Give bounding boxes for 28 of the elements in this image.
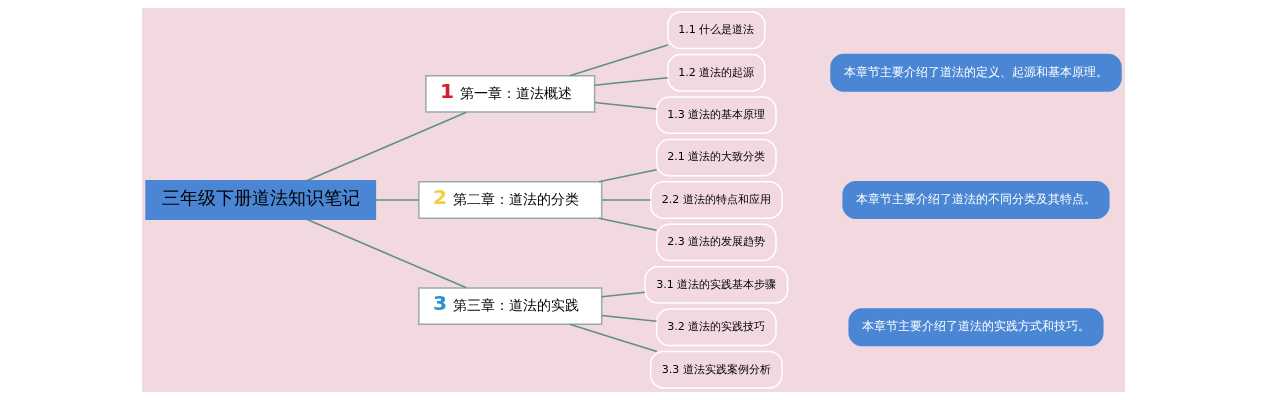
connector — [598, 169, 658, 183]
node-box: 本章节主要介绍了道法的实践方式和技巧。 — [848, 308, 1104, 347]
node-box: 2 第二章：道法的分类 — [418, 181, 603, 219]
node-box: 2.2 道法的特点和应用 — [649, 181, 783, 219]
node-box: 2.1 道法的大致分类 — [656, 138, 777, 177]
node-box: 1.3 道法的基本原理 — [656, 96, 777, 135]
node-box: 3 第三章：道法的实践 — [418, 287, 603, 325]
connector — [305, 218, 468, 289]
node-box: 3.1 道法的实践基本步骤 — [644, 265, 789, 304]
connector — [594, 76, 669, 86]
node-box: 1.1 什么是道法 — [667, 11, 766, 50]
node-box: 1 第一章：道法概述 — [425, 74, 596, 113]
node-box: 1.2 道法的起源 — [667, 53, 766, 92]
node-box: 本章节主要介绍了道法的定义、起源和基本原理。 — [830, 53, 1122, 92]
node-box: 本章节主要介绍了道法的不同分类及其特点。 — [842, 181, 1110, 219]
connector — [601, 314, 658, 322]
connector — [601, 199, 652, 201]
connector — [594, 101, 658, 110]
connector — [569, 44, 669, 77]
connector — [374, 199, 420, 201]
connector — [305, 111, 468, 182]
connector — [598, 217, 658, 231]
node-box: 2.3 道法的发展趋势 — [656, 223, 777, 262]
node-box: 三年级下册道法知识笔记 — [145, 180, 377, 220]
node-box: 3.2 道法的实践技巧 — [656, 308, 777, 347]
connector — [569, 323, 658, 353]
node-box: 3.3 道法实践案例分析 — [649, 350, 783, 389]
connector — [601, 291, 646, 298]
